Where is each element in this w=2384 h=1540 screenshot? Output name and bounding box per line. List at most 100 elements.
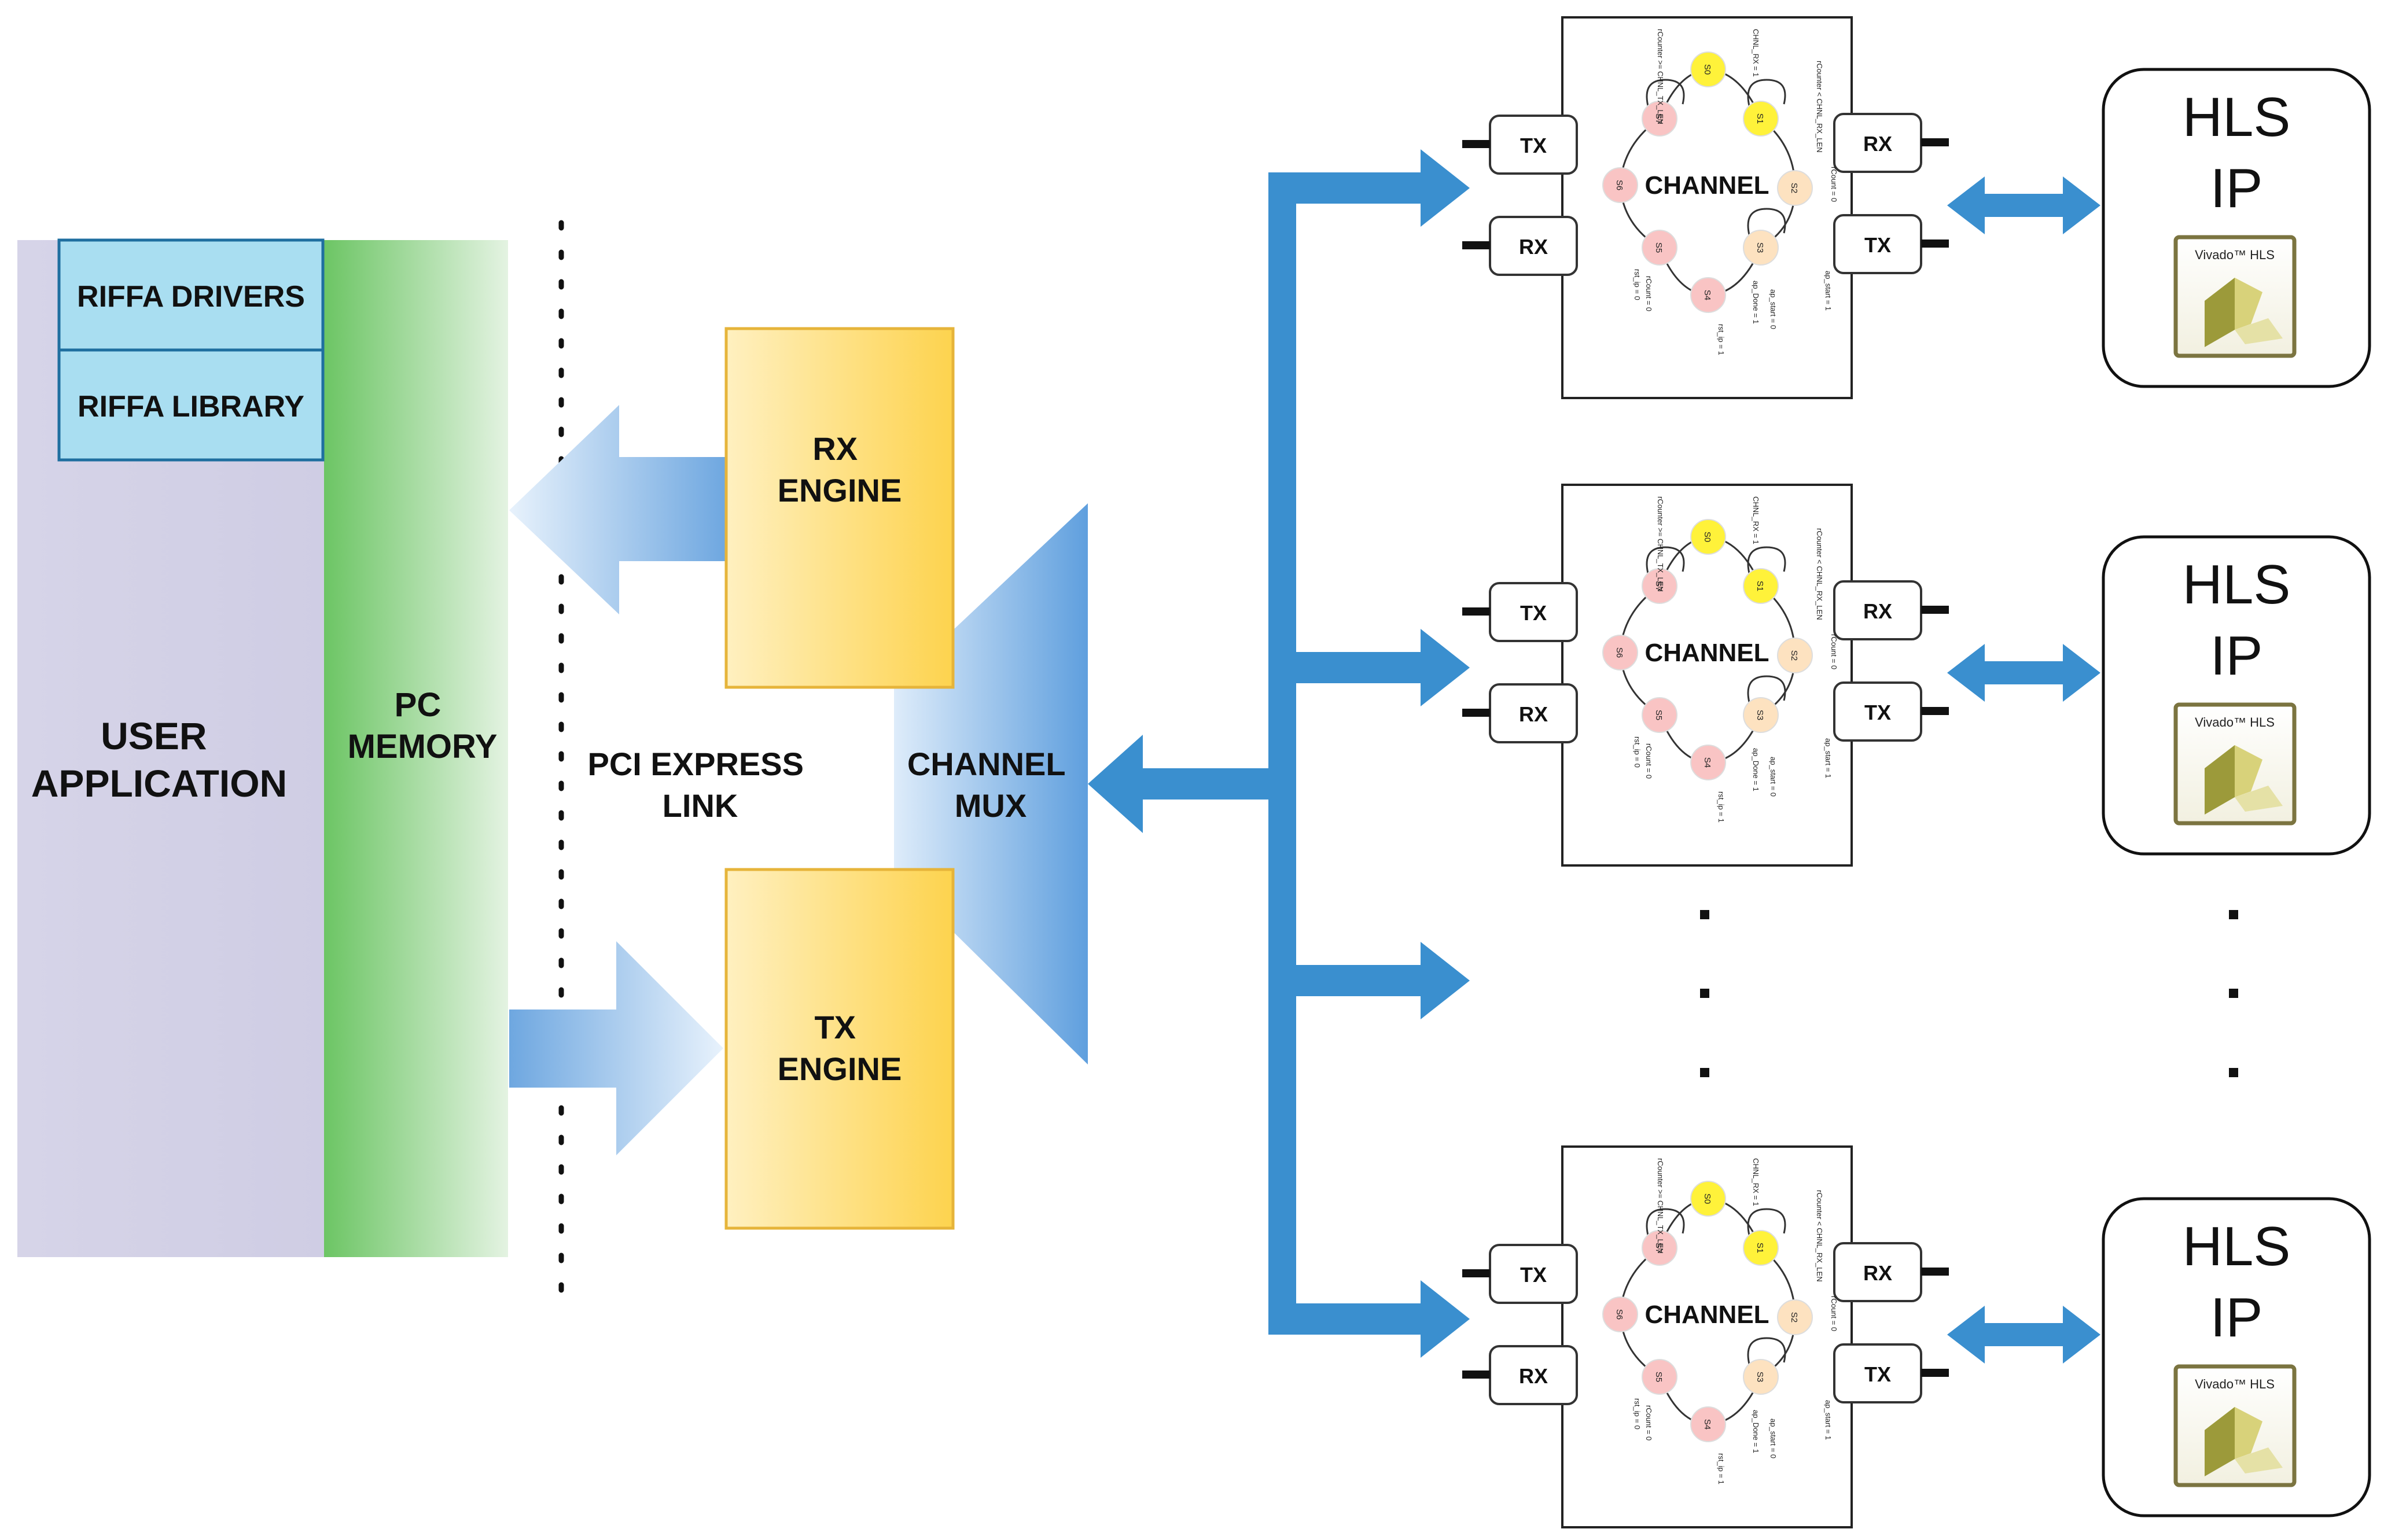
fsm-condition-label: ap_Done = 1 [1752,748,1760,791]
port-pin [1921,1369,1949,1377]
fsm-state-label: S1 [1755,581,1765,591]
logo-facet [2205,745,2235,815]
fsm-state-label: S1 [1755,1243,1765,1253]
fsm-state: S2 [1777,170,1813,206]
pcie-link-label: PCI EXPRESS LINK [587,746,812,824]
port-label: TX [1520,134,1547,157]
riffa-drivers-label: RIFFA DRIVERS [77,280,305,314]
fsm-state: S2 [1777,1299,1813,1335]
fsm-condition-label: rCount = 0 [1830,167,1838,202]
fsm-condition-label: rst_ip = 0 [1633,1398,1642,1430]
riffa-drivers-box: RIFFA DRIVERS [57,238,325,352]
fsm-state-label: S0 [1702,64,1712,75]
channel-bus [1088,149,1470,1358]
port-label: RX [1519,1364,1548,1388]
hls-ip-title: HLS [2183,554,2291,616]
fsm-state: S4 [1690,745,1726,780]
fsm-state-label: S6 [1614,180,1624,190]
fsm-condition-label: CHNL_RX = 1 [1752,29,1760,77]
port-pin [1921,707,1949,715]
riffa-library-box: RIFFA LIBRARY [57,348,325,462]
logo-facet [2235,278,2262,330]
fsm-state: S3 [1743,230,1779,266]
tx-engine-label: TX ENGINE [778,1009,902,1087]
fsm-state-label: S7 [1654,1243,1664,1253]
channel-label: CHANNEL [1644,171,1769,200]
fsm-state-label: S4 [1702,757,1712,768]
channel-rx-port: RX [1462,683,1578,743]
channel-ellipsis-dot [1700,989,1709,998]
fsm-state-label: S5 [1654,710,1664,720]
fsm-state: S4 [1690,277,1726,313]
bus-branch-arrow-2 [1268,629,1470,706]
fsm-condition-label: rst_ip = 0 [1633,736,1642,768]
rx-data-arrow [509,405,726,614]
fsm-state: S1 [1743,1230,1779,1266]
channel-rx-port: RX [1462,216,1578,276]
vivado-hls-logo: Vivado™ HLS [2173,235,2297,358]
fsm-state-label: S7 [1654,113,1664,124]
logo-facet [2235,318,2283,344]
port-pin [1462,607,1490,616]
port-label: TX [1864,1362,1891,1386]
port-label: TX [1864,233,1891,257]
port-label: TX [1520,601,1547,625]
fsm-state-label: S3 [1755,242,1765,253]
hls-ip-subtitle: IP [2210,625,2263,687]
fsm-self-loop [1646,546,1685,574]
fsm-state: S3 [1743,1359,1779,1395]
tx-data-arrow [509,941,723,1155]
vivado-hls-logo-text: Vivado™ HLS [2195,1377,2275,1391]
channel-ellipsis-dot [1700,910,1709,919]
fsm-state: S6 [1602,1296,1638,1332]
fsm-state-label: S3 [1755,710,1765,720]
vivado-hls-logo-text: Vivado™ HLS [2195,248,2275,262]
channel-rx-port: RX [1462,1345,1578,1405]
fsm-state: S2 [1777,638,1813,673]
pc-memory-label: PC MEMORY [348,686,498,765]
fsm-condition-label: rCounter >= CHNL_TX_LEN [1656,29,1665,124]
fsm-condition-label: rCount = 0 [1644,743,1653,779]
channel-rx-port: RX [1833,1242,1949,1302]
bus-branch-arrow-1 [1268,149,1470,227]
fsm-state: S5 [1642,697,1677,733]
port-label: RX [1519,702,1548,726]
fsm-self-loop [1747,1337,1786,1365]
logo-facet [2235,786,2283,812]
hls-ip-subtitle: IP [2210,1287,2263,1349]
logo-facet [2205,278,2235,347]
vivado-hls-logo-text: Vivado™ HLS [2195,715,2275,730]
rx-engine-block: RX ENGINE [724,327,955,689]
fsm-state: S5 [1642,230,1677,266]
fsm-self-loop [1747,675,1786,703]
fsm-state-label: S1 [1755,113,1765,124]
fsm-self-loop [1747,1208,1786,1236]
port-pin [1462,709,1490,717]
hls-ip-title: HLS [2183,1215,2291,1277]
channel-tx-port: TX [1833,681,1949,742]
vivado-hls-logo: Vivado™ HLS [2173,702,2297,826]
bus-to-mux-arrow [1088,735,1296,833]
channel-rx-port: RX [1833,113,1949,173]
user-application-label: USER APPLICATION [31,714,287,805]
port-pin [1462,1269,1490,1277]
hls-ip-frame [2102,68,2371,388]
fsm-state-label: S4 [1702,290,1712,300]
hls-link-arrow [1947,176,2100,234]
fsm-state: S4 [1690,1406,1726,1442]
port-pin [1921,606,1949,614]
vivado-hls-logo: Vivado™ HLS [2173,1364,2297,1487]
port-label: RX [1863,599,1892,623]
fsm-condition-label: ap_Done = 1 [1752,281,1760,324]
hls-link-arrow [1947,644,2100,702]
fsm-condition-label: ap_start = 1 [1824,271,1833,311]
fsm-state-label: S7 [1654,581,1664,591]
channel-mux-label: CHANNEL MUX [907,746,1074,824]
hls-ellipsis-dot [2229,989,2238,998]
fsm-condition-label: ap_start = 1 [1824,1400,1833,1440]
hls-ip-block: HLS IP Vivado™ HLS [2102,1197,2371,1517]
